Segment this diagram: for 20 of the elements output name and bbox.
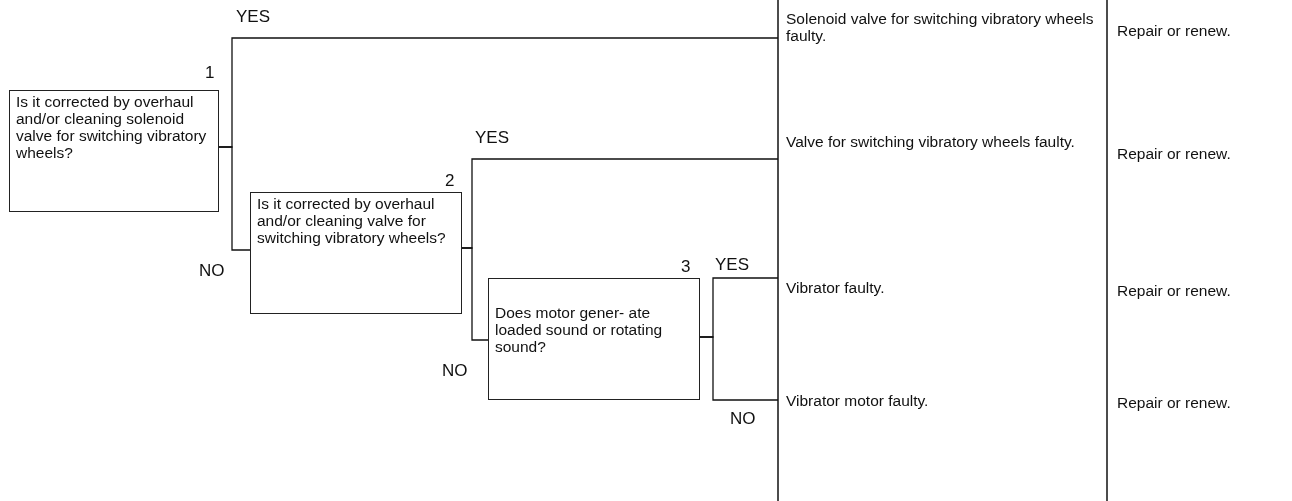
remedy-text: Repair or renew.	[1117, 145, 1231, 163]
result-text: Valve for switching vibratory wheels faulty.	[778, 133, 1098, 173]
decision-box	[488, 278, 700, 400]
question-text: Does motor gener- ate loaded sound or rotating sound?	[495, 304, 664, 355]
result-text: Solenoid valve for switching vibratory wheels faulty.	[778, 10, 1098, 50]
remedy-text: Repair or renew.	[1117, 22, 1231, 40]
step-number: 1	[205, 64, 215, 82]
connector-line	[218, 146, 251, 251]
connector-line	[699, 336, 779, 401]
result-text: Vibrator faulty.	[778, 279, 1098, 299]
question-text: Is it corrected by overhaul and/or cleaning valve for switching vibratory wheels?	[257, 195, 447, 246]
remedy-text: Repair or renew.	[1117, 394, 1231, 412]
remedy-text: Repair or renew.	[1117, 282, 1231, 300]
step-number: 3	[681, 258, 691, 276]
connector-line	[461, 247, 489, 341]
question-text: Is it corrected by overhaul and/or cleaning solenoid valve for switching vibratory wheels?	[16, 93, 208, 161]
decision-box	[9, 90, 219, 212]
decision-box	[250, 192, 462, 314]
step-number: 2	[445, 172, 455, 190]
result-text: Vibrator motor faulty.	[778, 392, 1098, 412]
